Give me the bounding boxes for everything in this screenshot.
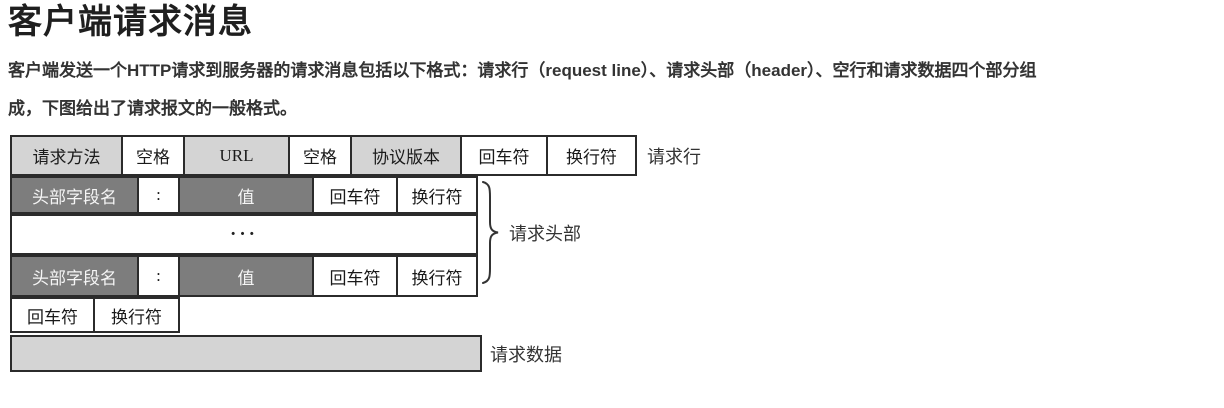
curly-brace-icon <box>482 181 499 284</box>
request-line-row: 请求方法 空格 URL 空格 协议版本 回车符 换行符 <box>10 135 637 176</box>
blank-line-row: 回车符 换行符 <box>10 297 180 333</box>
cell-space-1: 空格 <box>123 137 185 174</box>
cell-request-method: 请求方法 <box>12 137 123 174</box>
cell-space-2: 空格 <box>290 137 352 174</box>
paragraph-line-1: 客户端发送一个HTTP请求到服务器的请求消息包括以下格式：请求行（request… <box>8 61 1037 80</box>
label-request-data: 请求数据 <box>490 344 562 365</box>
cell-url: URL <box>185 137 290 174</box>
cell-colon-1: : <box>139 178 180 212</box>
cell-colon-2: : <box>139 257 180 295</box>
label-request-header: 请求头部 <box>509 224 581 244</box>
request-data-row <box>10 335 482 372</box>
header-field-row-2: 头部字段名 : 值 回车符 换行符 <box>10 255 478 297</box>
label-request-line: 请求行 <box>647 146 701 167</box>
cell-carriage-return-4: 回车符 <box>12 299 95 331</box>
cell-protocol-version: 协议版本 <box>352 137 462 174</box>
cell-ellipsis: ··· <box>229 223 258 245</box>
cell-value-2: 值 <box>180 257 314 295</box>
cell-line-feed-2: 换行符 <box>411 187 463 207</box>
cell-header-field-name-1: 头部字段名 <box>12 178 139 212</box>
intro-paragraph: 客户端发送一个HTTP请求到服务器的请求消息包括以下格式：请求行（request… <box>8 52 1220 128</box>
header-field-row-1: 头部字段名 : 值 回车符 换行符 <box>10 176 478 214</box>
cell-line-feed-3: 换行符 <box>411 268 463 288</box>
page-title: 客户端请求消息 <box>8 3 253 41</box>
cell-line-feed-4: 换行符 <box>111 307 162 327</box>
paragraph-line-2: 成，下图给出了请求报文的一般格式。 <box>8 99 297 118</box>
ellipsis-row: ··· <box>10 214 478 255</box>
cell-carriage-return-1: 回车符 <box>462 137 548 174</box>
cell-value-1: 值 <box>180 178 314 212</box>
cell-header-field-name-2: 头部字段名 <box>12 257 139 295</box>
cell-carriage-return-3: 回车符 <box>314 257 398 295</box>
cell-line-feed-1: 换行符 <box>566 148 617 167</box>
cell-carriage-return-2: 回车符 <box>314 178 398 212</box>
